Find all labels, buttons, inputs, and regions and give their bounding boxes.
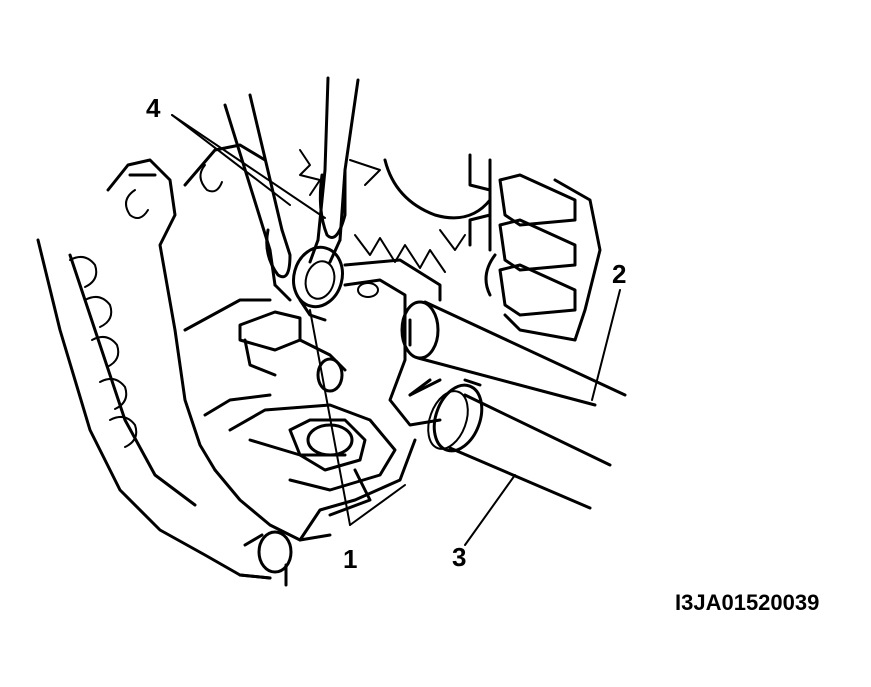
bracket xyxy=(228,310,417,542)
leader-lines xyxy=(171,114,621,546)
callout-3: 3 xyxy=(452,542,466,572)
bolt-boss xyxy=(238,530,293,587)
callout-2: 2 xyxy=(612,259,626,289)
housing-casting xyxy=(36,143,332,580)
figure-id: I3JA01520039 xyxy=(675,590,819,615)
ring-1 xyxy=(292,245,344,322)
gear-stack xyxy=(299,149,602,342)
shaft-3 xyxy=(408,378,612,510)
snap-ring-pliers xyxy=(223,76,360,302)
callout-1: 1 xyxy=(343,544,357,574)
shaft-2 xyxy=(400,300,627,407)
shaft-housing xyxy=(343,258,442,427)
callout-4: 4 xyxy=(146,93,161,123)
